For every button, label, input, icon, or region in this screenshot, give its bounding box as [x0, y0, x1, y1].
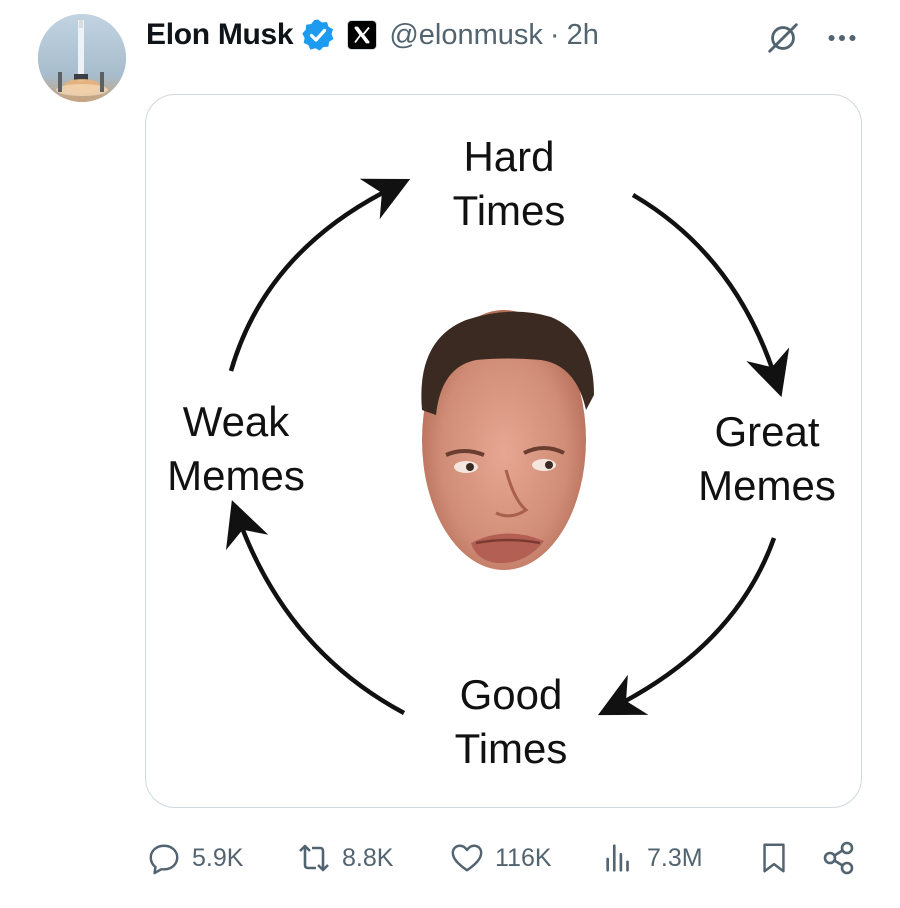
like-button[interactable]: 116K: [449, 832, 552, 884]
share-button[interactable]: [821, 832, 857, 884]
heart-icon: [449, 840, 485, 876]
like-count: 116K: [495, 843, 552, 872]
cycle-label-top: Hard Times: [452, 133, 566, 234]
cycle-label-bottom: Good Times: [454, 671, 568, 772]
share-icon: [821, 840, 857, 876]
author-handle[interactable]: @elonmusk: [389, 18, 543, 51]
post-header: Elon Musk @elonmusk · 2h: [146, 14, 599, 56]
action-bar: 5.9K 8.8K 116K 7.3M: [146, 832, 866, 884]
reply-button[interactable]: 5.9K: [146, 832, 243, 884]
more-dots-icon[interactable]: [822, 18, 862, 58]
author-avatar[interactable]: [38, 14, 126, 102]
face-photo: [421, 310, 594, 570]
cycle-label-right: Great Memes: [698, 408, 836, 509]
views-button[interactable]: 7.3M: [601, 832, 703, 884]
bookmark-icon: [756, 840, 792, 876]
grok-icon[interactable]: [763, 18, 803, 58]
x-logo-badge[interactable]: [347, 20, 378, 50]
repost-count: 8.8K: [342, 843, 394, 872]
cycle-label-left: Weak Memes: [167, 398, 305, 499]
post-image[interactable]: Hard Times Great Memes Good Times Weak M…: [145, 94, 862, 808]
cycle-diagram: [226, 178, 790, 716]
analytics-icon: [601, 840, 637, 876]
arrow-top-left: [228, 178, 411, 372]
arrow-bottom-right: [597, 537, 777, 716]
separator-dot: ·: [549, 18, 560, 51]
repost-button[interactable]: 8.8K: [296, 832, 393, 884]
author-name[interactable]: Elon Musk: [146, 18, 294, 51]
arrow-top-right: [631, 193, 790, 398]
repost-icon: [296, 840, 332, 876]
post-time[interactable]: 2h: [566, 18, 599, 51]
views-count: 7.3M: [647, 843, 703, 872]
reply-count: 5.9K: [192, 843, 244, 872]
verified-badge-icon[interactable]: [301, 18, 335, 52]
bookmark-button[interactable]: [756, 832, 792, 884]
arrow-bottom-left: [226, 500, 406, 715]
reply-icon: [146, 840, 182, 876]
